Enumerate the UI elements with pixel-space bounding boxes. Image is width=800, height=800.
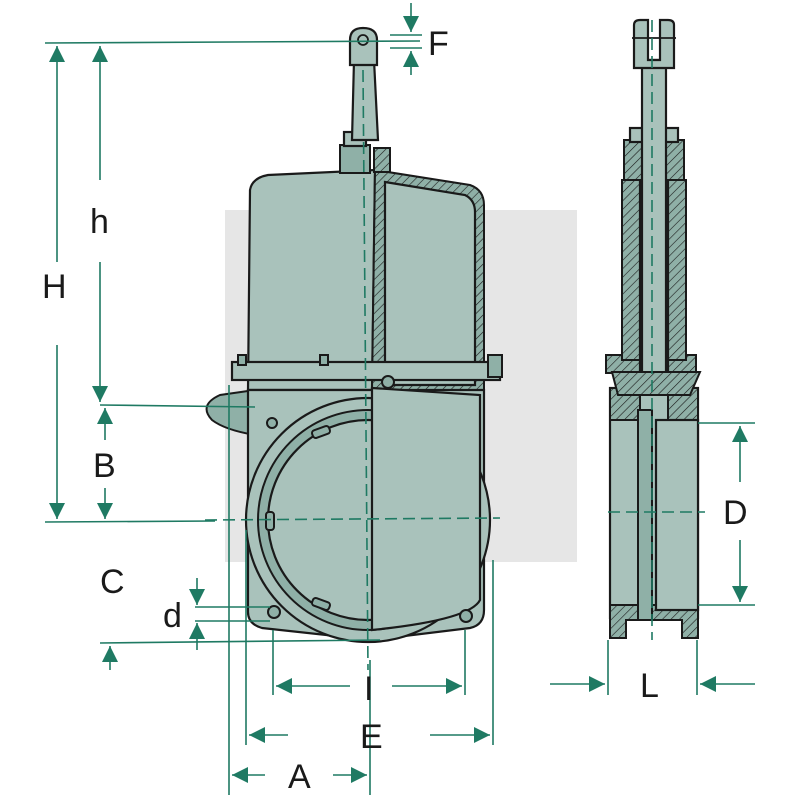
mounting-bracket: [205, 388, 256, 437]
front-view: [204, 26, 503, 671]
label-H: H: [42, 268, 67, 306]
side-view: [605, 18, 705, 640]
bolt-hole: [459, 609, 473, 623]
label-L: L: [640, 667, 659, 705]
label-I: I: [364, 670, 373, 708]
valve-housing: [246, 168, 377, 392]
valve-stem: [350, 58, 380, 142]
label-E: E: [360, 718, 383, 756]
bolt-hole: [267, 605, 281, 619]
stem-eye: [348, 26, 379, 67]
side-stem: [640, 58, 668, 382]
dimension-labels: H h B C d F I E A D L: [42, 25, 748, 796]
label-h: h: [90, 203, 109, 241]
dimension-lines: [44, 3, 755, 795]
label-B: B: [93, 447, 116, 485]
stem-fork: [632, 18, 676, 70]
label-d: d: [163, 597, 182, 635]
label-A: A: [288, 758, 311, 796]
label-F: F: [428, 25, 449, 63]
label-D: D: [723, 494, 748, 532]
packing-gland: [339, 144, 371, 174]
bolt-hole: [266, 417, 278, 429]
label-C: C: [100, 563, 125, 601]
